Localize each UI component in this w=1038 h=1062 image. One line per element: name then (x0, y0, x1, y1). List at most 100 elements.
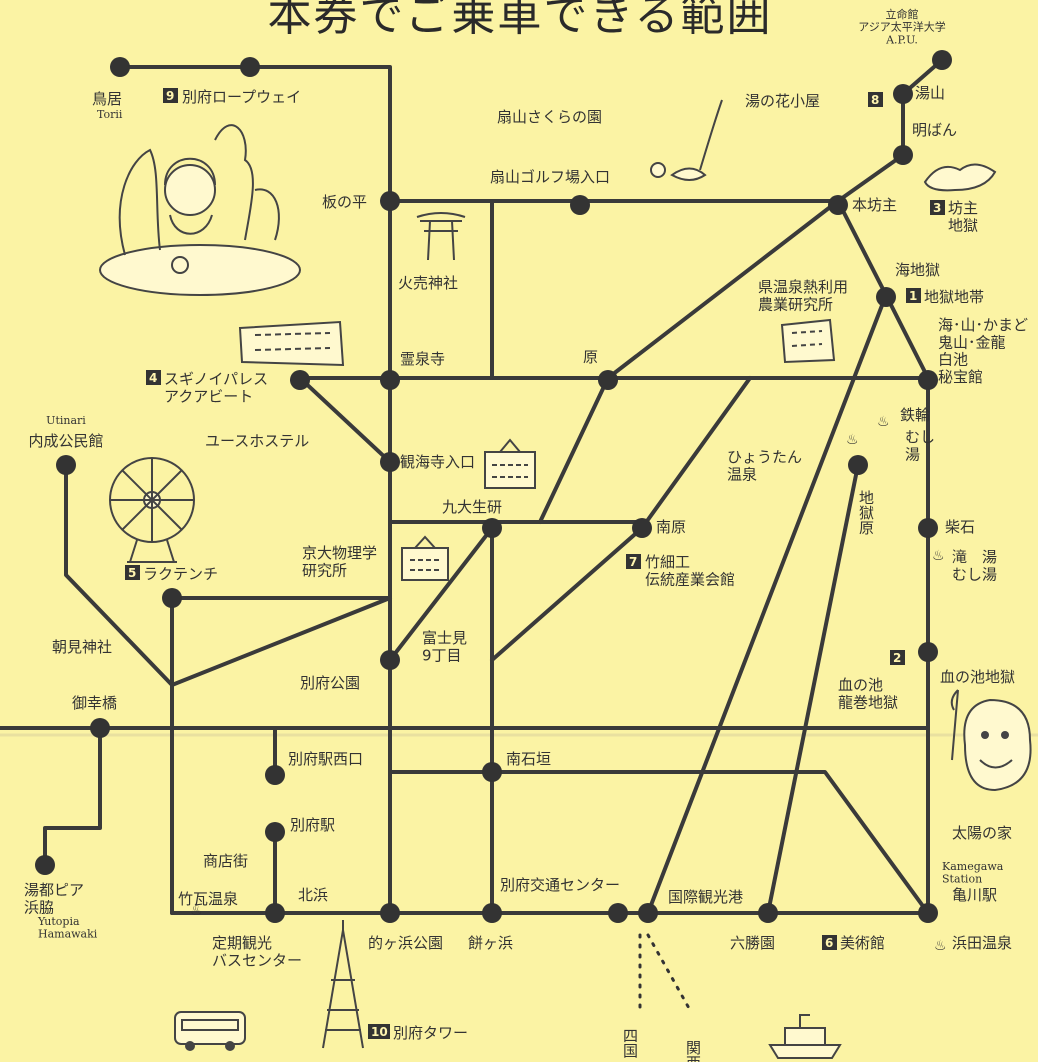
stop-kokusai[interactable] (638, 903, 658, 923)
stop-apu[interactable] (932, 50, 952, 70)
stop-beppu-park[interactable] (380, 650, 400, 670)
map-title: 本券でご乗車できる範囲 (267, 0, 772, 41)
stop-yutopia[interactable] (35, 855, 55, 875)
label-kankaiji: 観海寺入口 (400, 453, 475, 471)
label-golf: 扇山ゴルフ場入口 (490, 168, 610, 186)
svg-text:♨: ♨ (932, 548, 945, 564)
stop-suginoi[interactable] (290, 370, 310, 390)
label-ropeway: 別府ロープウェイ (182, 88, 301, 106)
label-yunohana: 湯の花小屋 (745, 92, 820, 110)
stop-shibaseki[interactable] (918, 518, 938, 538)
route-suginoi-kankaiji (298, 376, 392, 464)
stop-hara[interactable] (598, 370, 618, 390)
stop-minamiishigaki[interactable] (482, 762, 502, 782)
stop-kankaiji[interactable] (380, 452, 400, 472)
label-nogyo: 県温泉熱利用農業研究所 (758, 278, 848, 313)
institute-building-icon (401, 535, 449, 581)
route-yutopia (43, 726, 102, 867)
svg-text:♨: ♨ (846, 432, 859, 448)
label-matogahama: 的ヶ浜公園 (368, 934, 443, 952)
label-koutsu: 別府交通センター (500, 876, 620, 894)
number-4: 4 (149, 371, 157, 385)
label-hara: 原 (583, 348, 598, 366)
stop-chinoike[interactable] (918, 642, 938, 662)
stop-reisenji[interactable] (380, 370, 400, 390)
stop-honbozu[interactable] (828, 195, 848, 215)
route-hara-kyudai (538, 376, 610, 524)
label-utinari: 内成公民館 (28, 432, 103, 450)
route-fujimi (388, 526, 494, 662)
label-rokusho: 六勝園 (730, 934, 775, 952)
route-utinari (64, 463, 174, 687)
label-minamiishigaki: 南石垣 (506, 750, 551, 768)
stop-rakutenchi[interactable] (162, 588, 182, 608)
label-rakutenchi: ラクテンチ (143, 565, 218, 583)
stop-utinari[interactable] (56, 455, 76, 475)
stop-kyudai[interactable] (482, 518, 502, 538)
label-kyodai: 京大物理学研究所 (302, 544, 377, 579)
label-torii: 鳥居 (92, 90, 122, 108)
stop-gokobashi[interactable] (90, 718, 110, 738)
number-3: 3 (933, 201, 941, 215)
svg-text:♨: ♨ (877, 414, 890, 430)
stop-beppu-west[interactable] (265, 765, 285, 785)
label-kokusai: 国際観光港 (668, 888, 743, 906)
label-yuyama: 湯山 (915, 84, 945, 102)
oni-demon-icon (950, 689, 1032, 792)
ferry-lines (638, 933, 692, 1012)
label-itanohira: 板の平 (322, 193, 367, 211)
route-minamihara (640, 376, 752, 530)
stop-matogahama[interactable] (380, 903, 400, 923)
route-jigoku-port (646, 293, 888, 915)
route-honbozu-hara (606, 199, 840, 380)
stop-ropeway[interactable] (240, 57, 260, 77)
stop-kamegawa[interactable] (918, 903, 938, 923)
number-6: 6 (825, 936, 833, 950)
mud-bubbles-icon (923, 163, 997, 192)
bus-icon (174, 1011, 246, 1051)
label-asami-shrine: 朝見神社 (52, 638, 112, 656)
torii-icon (416, 212, 466, 261)
label-kitahama: 北浜 (298, 886, 328, 904)
label-beppu-park: 別府公園 (300, 674, 360, 692)
label-shibaseki: 柴石 (945, 518, 975, 536)
stop-golf[interactable] (570, 195, 590, 215)
hotel-building-icon (238, 320, 345, 367)
stop-minamihara[interactable] (632, 518, 652, 538)
route-takezaiku (490, 526, 644, 662)
stop-hyotan[interactable] (848, 455, 868, 475)
hotspring-icon: ♨ ♨ ♨ ♨ ♨ (190, 414, 947, 954)
label-hamada: 浜田温泉 (952, 934, 1012, 952)
number-9-box (163, 88, 178, 103)
label-bijutsukan: 美術館 (840, 934, 885, 952)
stop-umijigoku[interactable] (876, 287, 896, 307)
stop-beppu-station[interactable] (265, 822, 285, 842)
number-2: 2 (893, 651, 901, 665)
stop-kitahama[interactable] (265, 903, 285, 923)
label-umi-jigoku: 海地獄 (895, 261, 940, 279)
stop-mochigahama[interactable] (482, 903, 502, 923)
label-takezaiku: 竹細工伝統産業会館 (645, 553, 735, 588)
route-apu (836, 58, 944, 203)
label-utinari-en: Utinari (46, 414, 86, 427)
stop-rokusho[interactable] (758, 903, 778, 923)
label-teiki: 定期観光バスセンター (212, 934, 302, 969)
stop-myoban[interactable] (893, 145, 913, 165)
stop-itanohira[interactable] (380, 191, 400, 211)
label-hyotan: ひょうたん温泉 (727, 448, 802, 483)
stop-tetsuwa[interactable] (918, 370, 938, 390)
label-jigokubara: 地獄原 (857, 490, 875, 535)
label-sakura: 扇山さくらの園 (497, 108, 602, 126)
label-torii-en: Torii (97, 108, 123, 121)
label-gokobashi: 御幸橋 (72, 694, 117, 712)
stop-koutsu[interactable] (608, 903, 628, 923)
label-shotengai: 商店街 (203, 852, 248, 870)
route-ropeway (118, 65, 392, 915)
stop-torii[interactable] (110, 57, 130, 77)
stop-yuyama[interactable] (893, 84, 913, 104)
label-reisenji: 霊泉寺 (400, 350, 445, 368)
